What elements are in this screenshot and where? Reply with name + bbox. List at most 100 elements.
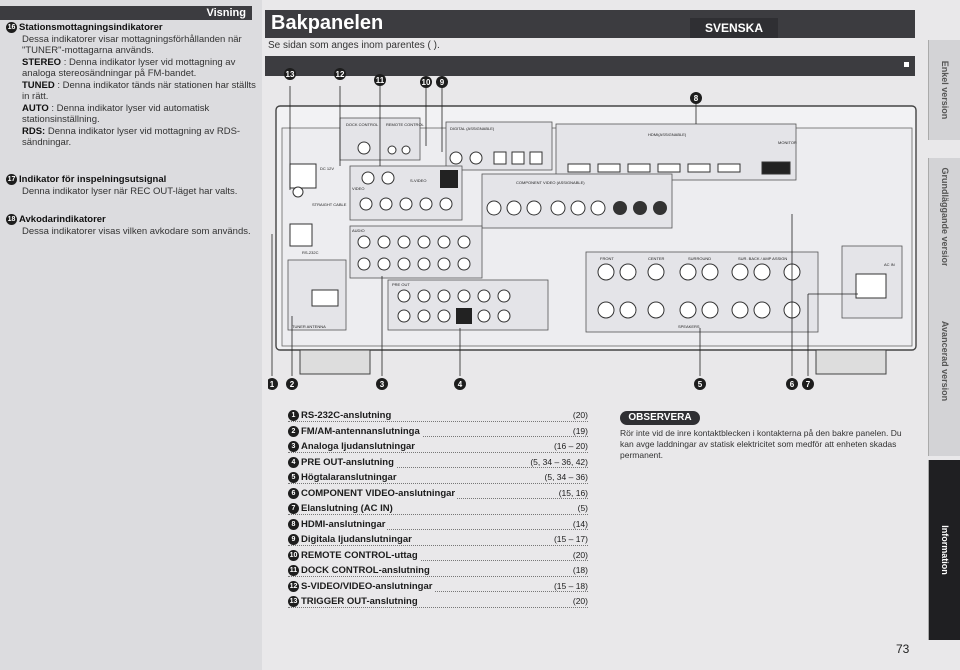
callout-11: 11 [376,76,385,85]
section-title: Indikator för inspelningsutsignal [19,174,167,186]
panel-label: AUDIO [352,228,365,233]
legend-label: COMPONENT VIDEO-anslutningar [301,487,456,499]
section-body: Dessa indikatorer visas vilken avkodare … [22,225,251,237]
callout-badge: 4 [288,456,299,468]
panel-label: VIDEO [352,186,364,191]
callout-badge: 11 [288,565,299,576]
panel-label: STRAIGHT CABLE [312,202,347,207]
callout-badge: 13 [288,596,299,607]
panel-label: MONITOR [778,140,797,145]
legend-label: REMOTE CONTROL-uttag [301,549,418,561]
legend-label: Digitala ljudanslutningar [301,534,412,546]
legend-page-ref: (15 – 17) [551,534,588,544]
panel-label: RS-232C [302,250,319,255]
term-text: : Denna indikator lyser vid mottagning a… [22,56,236,80]
svg-text:DC 12V: DC 12V [320,166,334,171]
callout-badge: 18 [6,214,17,225]
section-title: Avkodarindikatorer [19,214,106,226]
term: AUTO [22,102,49,114]
callout-badge: 6 [288,487,299,499]
observera-badge: OBSERVERA [620,411,700,425]
term-text: Denna indikator lyser vid mottagning av … [22,125,241,149]
legend-label: RS-232C-anslutning [301,410,392,422]
legend-page-ref: (5, 34 – 36) [542,472,588,482]
language-label: SVENSKA [690,18,778,38]
tab-label: Avancerad version [940,320,950,402]
title-bar: Bakpanelen [265,10,915,38]
page-number: 73 [896,642,910,656]
panel-label: DIGITAL (ASSIGNABLE) [450,126,495,131]
panel-label: SPEAKERS [678,324,700,329]
panel-label: CENTER [648,256,665,261]
legend-page-ref: (15 – 18) [551,580,588,591]
term: TUNED [22,79,55,91]
legend-page-ref: (19) [570,425,588,436]
visning-header: Visning [0,6,252,20]
tab-information[interactable]: Information [928,460,960,640]
page-title: Bakpanelen [271,12,384,34]
term: RDS: [22,125,46,137]
legend-label: Analoga ljudanslutningar [301,441,416,453]
legend-page-ref: (20) [570,410,588,420]
callout-9: 9 [440,78,445,87]
section-title: Stationsmottagningsindikatorer [19,22,163,34]
panel-label: HDMI(ASSIGNABLE) [648,132,687,137]
legend-page-ref: (5) [575,503,588,513]
page-subtitle: Se sidan som anges inom parentes ( ). [268,40,440,51]
tab-label: Grundläggande version [940,167,950,269]
callout-2: 2 [290,380,295,389]
callout-badge: 17 [6,174,17,185]
section-body: Dessa indikatorer visar mottagningsförhå… [22,33,242,57]
callout-13: 13 [286,70,295,79]
callout-10: 10 [422,78,431,87]
tab-avancerad[interactable]: Avancerad version [928,266,960,456]
panel-label: SUR. BACK / AMP ASSIGN [738,256,787,261]
callout-4: 4 [458,380,463,389]
panel-label: PRE OUT [392,282,410,287]
legend-page-ref: (16 – 20) [551,441,588,451]
panel-label: COMPONENT VIDEO (ASSIGNABLE) [516,180,585,185]
callout-8: 8 [694,94,699,103]
legend-page-ref: (20) [570,549,588,560]
tab-grundlaggande[interactable]: Grundläggande version [928,158,960,278]
legend-label: Elanslutning (AC IN) [301,503,393,515]
legend-label: FM/AM-antennanslutninga [301,425,420,437]
rear-panel-diagram: DOCK CONTROL REMOTE CONTROL DIGITAL (ASS… [268,68,917,390]
tab-enkel[interactable]: Enkel version [928,40,960,140]
legend-label: Högtalaranslutningar [301,472,397,484]
callout-badge: 2 [288,425,299,437]
header-stripe [265,56,915,76]
callout-badge: 8 [288,518,299,530]
tab-label: Information [940,525,950,575]
tab-label: Enkel version [940,60,950,120]
legend-page-ref: (20) [570,596,588,606]
callout-badge: 16 [6,22,17,33]
callout-badge: 3 [288,441,299,452]
section-body: Denna indikator lyser när REC OUT-läget … [22,185,238,197]
legend-label: TRIGGER OUT-anslutning [301,596,418,608]
term-text: : Denna indikator lyser vid automatisk s… [22,102,210,126]
panel-label: REMOTE CONTROL [386,122,425,127]
legend-page-ref: (14) [570,518,588,529]
side-tabs: Enkel version Grundläggande version Avan… [928,40,960,640]
callout-badge: 10 [288,549,299,561]
legend-page-ref: (5, 34 – 36, 42) [528,456,588,467]
term-text: : Denna indikator tänds när stationen ha… [22,79,256,103]
legend-page-ref: (18) [570,565,588,575]
legend-label: DOCK CONTROL-anslutning [301,565,430,577]
panel-label: DOCK CONTROL [346,122,379,127]
